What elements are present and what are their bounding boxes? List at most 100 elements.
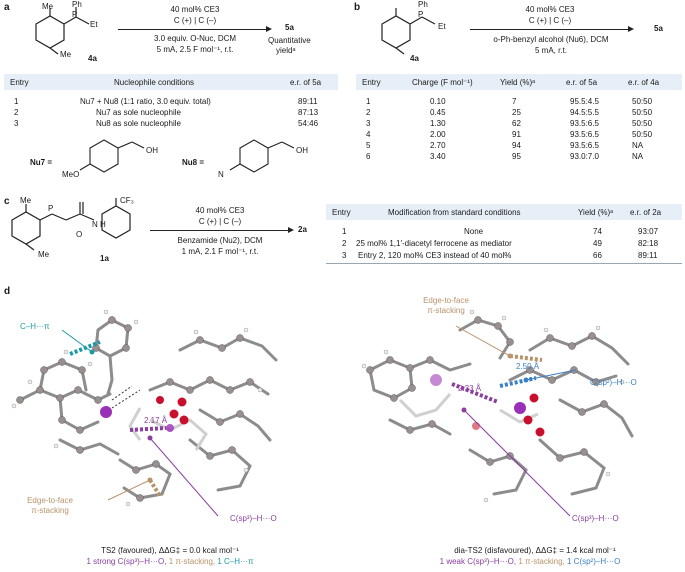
c-row3-mod: Entry 2, 120 mol% CE3 instead of 40 mol% — [358, 251, 512, 260]
dia-ts2-dist-blue: 2.50 Å — [516, 362, 540, 371]
a-product: 5a — [285, 23, 294, 32]
a-row3-er: 54:46 — [298, 119, 319, 128]
c-th-yield: Yield (%)ᵃ — [578, 208, 614, 217]
a-th-nucleophile: Nucleophile conditions — [114, 78, 195, 87]
b-row1-er4a: 50:50 — [632, 97, 653, 106]
b-row5-er4a: NA — [632, 141, 644, 150]
sub-b-et: Et — [438, 22, 446, 31]
c-cond-elec: C (+) | C (–) — [198, 217, 242, 226]
b-th-er5a: e.r. of 5a — [566, 78, 598, 87]
a-yield-line1: Quantitative — [268, 36, 311, 45]
dia-ts2-title: dia-TS2 (disfavoured), ΔΔG‡ = 1.4 kcal m… — [454, 546, 616, 555]
b-row4-er4a: 50:50 — [632, 130, 653, 139]
c-reaction-arrow — [150, 230, 290, 231]
b-cond-line2: 5 mA, r.t. — [534, 46, 567, 55]
b-cond-line1: o-Ph-benzyl alcohol (Nu6), DCM — [493, 35, 609, 44]
b-row3-charge: 1.30 — [430, 119, 446, 128]
sub-4a-ph: Ph — [72, 0, 82, 9]
ts2-distance-label: 2.17 Å — [144, 416, 168, 425]
a-cond-elec: C (+) | C (–) — [173, 16, 217, 25]
a-row1-cond: Nu7 + Nu8 (1:1 ratio, 3.0 equiv. total) — [80, 97, 211, 106]
a-th-entry: Entry — [10, 78, 29, 87]
a-row1-er: 89:11 — [298, 97, 318, 106]
sub-1a-me-top: Me — [20, 196, 32, 205]
ts2-csp3-label: C(sp³)–H···O — [230, 514, 277, 523]
sub-4a-p: P — [72, 10, 78, 19]
c-th-entry: Entry — [332, 208, 351, 217]
c-row1-entry: 1 — [342, 227, 347, 236]
ts2-summary: 1 strong C(sp³)–H···O, 1 π-stacking, 1 C… — [86, 557, 254, 566]
b-th-entry: Entry — [362, 78, 381, 87]
c-row2-er: 82:18 — [638, 239, 659, 248]
dia-ts2-edge-line2: π-stacking — [427, 306, 465, 315]
c-table-header — [326, 204, 682, 220]
c-cond-line1: Benzamide (Nu2), DCM — [177, 236, 263, 245]
ts2-oxygen-atom-2 — [177, 397, 187, 407]
dia-ts2-oxygen-atom-1 — [529, 393, 539, 403]
c-table-bottom-rule — [326, 263, 682, 264]
sub-b-p: P — [418, 10, 424, 19]
c-th-er: e.r. of 2a — [630, 208, 662, 217]
c-th-mod: Modification from standard conditions — [388, 208, 521, 217]
sub-4a-me-bottom: Me — [60, 50, 72, 59]
substrate-4a-b-structure — [381, 8, 436, 55]
b-row6-er5a: 93.0:7.0 — [570, 152, 599, 161]
sub-1a-me-bottom: Me — [38, 250, 50, 259]
b-row4-er5a: 93.5:6.5 — [570, 130, 599, 139]
b-row2-entry: 2 — [366, 108, 371, 117]
dia-ts2-molecular-model — [361, 309, 634, 517]
dia-ts2-phosphorus-atom — [430, 374, 442, 386]
dia-ts2-summary: 1 weak C(sp³)–H···O, 1 π-stacking, 1 C(s… — [439, 557, 621, 566]
a-table-header — [4, 74, 338, 90]
ts2-edge-line2: π-stacking — [31, 506, 69, 515]
c-row1-mod: None — [464, 227, 484, 236]
b-row1-entry: 1 — [366, 97, 371, 106]
b-row3-yield: 62 — [512, 119, 521, 128]
dia-ts2-oxygen-atom-2 — [523, 415, 533, 425]
sub-1a-p: P — [48, 204, 54, 213]
b-row3-entry: 3 — [366, 119, 371, 128]
c-arrow-head — [288, 227, 294, 233]
b-row1-yield: 7 — [512, 97, 517, 106]
b-row3-er4a: 50:50 — [632, 119, 653, 128]
b-row4-charge: 2.00 — [430, 130, 446, 139]
sub-1a-nh: N H — [92, 220, 106, 229]
b-row5-er5a: 93.5:6.5 — [570, 141, 599, 150]
ts2-ch-pi-label: C–H···π — [20, 322, 50, 331]
b-row4-entry: 4 — [366, 130, 371, 139]
b-table-header — [356, 74, 682, 90]
nu8-oh: OH — [296, 146, 308, 155]
c-row1-er: 93:07 — [638, 227, 659, 236]
a-arrow-head — [266, 26, 272, 32]
c-row2-yield: 49 — [593, 239, 602, 248]
b-th-er4a: e.r. of 4a — [628, 78, 660, 87]
b-row3-er5a: 93.5:6.5 — [570, 119, 599, 128]
panel-d-letter: d — [4, 286, 11, 297]
sub-4a-me-top: Me — [42, 2, 54, 11]
sub-4a-label: 4a — [88, 54, 97, 63]
ts2-title: TS2 (favoured), ΔΔG‡ = 0.0 kcal mol⁻¹ — [101, 546, 239, 555]
dia-ts2-dist-purple: 2.33 Å — [458, 384, 482, 393]
panel-a-letter: a — [4, 2, 10, 13]
b-product: 5a — [654, 24, 663, 33]
a-cond-line2: 5 mA, 2.5 F mol⁻¹, r.t. — [156, 45, 234, 54]
sub-b-ph: Ph — [418, 0, 428, 9]
c-row3-yield: 66 — [593, 251, 602, 260]
b-cond-top: 40 mol% CE3 — [525, 5, 575, 14]
ts2-molecular-model — [11, 309, 278, 517]
b-row2-er5a: 94.5:5.5 — [570, 108, 599, 117]
b-row4-yield: 91 — [512, 130, 521, 139]
nu7-structure — [79, 139, 145, 173]
b-row5-entry: 5 — [366, 141, 371, 150]
sub-1a-o: O — [76, 230, 83, 239]
panel-b-letter: b — [354, 2, 361, 13]
sub-1a-cf3: CF₃ — [120, 196, 134, 205]
b-reaction-arrow — [470, 29, 630, 30]
b-arrow-head — [628, 26, 634, 32]
b-row2-yield: 25 — [512, 108, 521, 117]
panel-c-letter: c — [4, 196, 10, 207]
nu7-meo: MeO — [62, 170, 80, 179]
nu8-label: Nu8 = — [182, 158, 205, 167]
sub-b-label: 4a — [410, 54, 419, 63]
sub-1a-label: 1a — [100, 254, 109, 263]
